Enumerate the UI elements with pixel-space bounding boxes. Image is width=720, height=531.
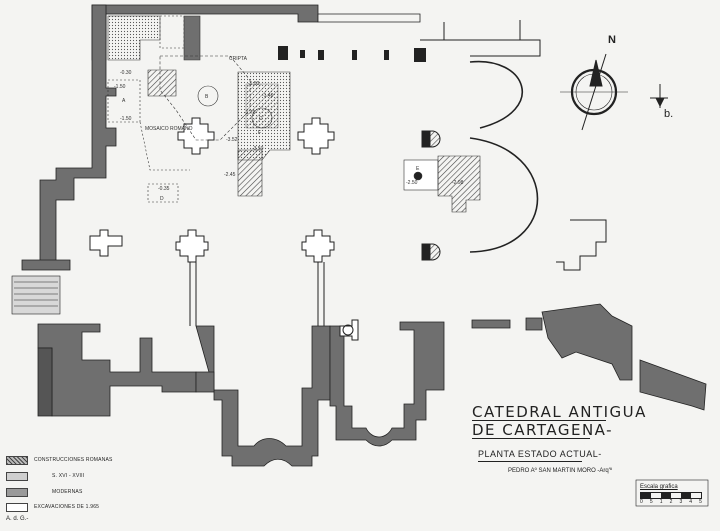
level-label: -2.98 [452, 180, 464, 186]
excavation-area [107, 15, 291, 203]
scale-tick: 2 [669, 499, 673, 505]
letter-marker: A [122, 98, 126, 104]
east-apse [420, 20, 541, 253]
legend-swatch [6, 502, 28, 512]
north-small-piers [278, 46, 426, 62]
southeast-chapels [329, 321, 445, 447]
legend-item: EXCAVACIONES DE 1.965 [6, 502, 100, 512]
section-label: b. [664, 108, 674, 120]
level-label: -1.50 [120, 116, 132, 122]
letter-marker: B [205, 94, 209, 100]
scale-ticks: 0 5 1 2 3 4 5 [640, 499, 702, 505]
author: PEDRO Aº SAN MARTIN MORO -Arq'º [508, 468, 613, 474]
scale-tick: 1 [659, 499, 663, 505]
subtitle-underline [478, 461, 582, 462]
level-label: -2.50 [406, 180, 418, 186]
legend-label: S. XVI - XVIII [52, 473, 85, 479]
level-label: -1.40 [262, 93, 274, 99]
subtitle: PLANTA ESTADO ACTUAL- [478, 449, 602, 459]
south-central-chapel [195, 325, 331, 467]
level-label: -3.52 [226, 137, 238, 143]
scale-tick: 5 [649, 499, 653, 505]
crypt-label: CRIPTA [229, 56, 247, 62]
north-label: N [608, 34, 616, 46]
title-line-1: CATEDRAL ANTIGUA [472, 403, 647, 421]
graphic-scale: Escala grafica 0 5 1 2 3 4 5 [640, 484, 702, 505]
south-fragments [471, 317, 543, 331]
mosaic-label: MOSAICO ROMANO [145, 126, 193, 132]
scale-bar-frame [635, 479, 709, 507]
title-underline [472, 438, 590, 439]
east-ruin [541, 303, 707, 411]
level-label: -1.50 [114, 84, 126, 90]
west-wall [21, 4, 117, 271]
excavation-east [403, 155, 481, 213]
title-line-2: DE CARTAGENA- [472, 421, 614, 439]
scale-tick: 4 [689, 499, 693, 505]
nave-walls [189, 262, 325, 326]
level-label: -0.35 [158, 186, 170, 192]
southwest-chapels [37, 323, 197, 417]
north-wall [91, 4, 421, 61]
legend-swatch [6, 487, 28, 497]
scale-tick: 3 [679, 499, 683, 505]
letter-marker: E [416, 166, 420, 172]
legend-label: CONSTRUCCIONES ROMANAS [34, 457, 113, 463]
scale-label: Escala grafica [640, 484, 678, 490]
level-label: -3.50 [252, 146, 264, 152]
legend-item: S. XVI - XVIII [6, 471, 85, 481]
nave-piers [89, 117, 335, 263]
scale-tick: 5 [699, 499, 702, 505]
legend-item: CONSTRUCCIONES ROMANAS [6, 455, 113, 465]
letter-marker: F [258, 130, 262, 136]
title-underline [472, 420, 606, 421]
letter-marker: D [160, 196, 164, 202]
level-label: -1.53 [248, 81, 260, 87]
southeast-step-wall [556, 219, 607, 271]
scale-tick: 0 [640, 499, 643, 505]
letter-marker: C [259, 116, 263, 122]
level-label: -0.30 [120, 70, 132, 76]
scale-bar [640, 492, 702, 499]
level-label: -2.45 [224, 172, 236, 178]
legend-item: MODERNAS [6, 487, 83, 497]
section-marker [650, 84, 668, 108]
legend-swatch [6, 471, 28, 481]
west-stair [11, 275, 61, 315]
legend-label: EXCAVACIONES DE 1.965 [34, 504, 100, 510]
level-label: -1.70 [244, 110, 256, 116]
legend-label: MODERNAS [52, 489, 83, 495]
north-arrow [560, 53, 628, 131]
south-aisle-pier [339, 319, 359, 341]
legend-swatch [6, 455, 28, 465]
apse-columns [421, 130, 441, 261]
signature: A. d. G.- [6, 516, 29, 522]
